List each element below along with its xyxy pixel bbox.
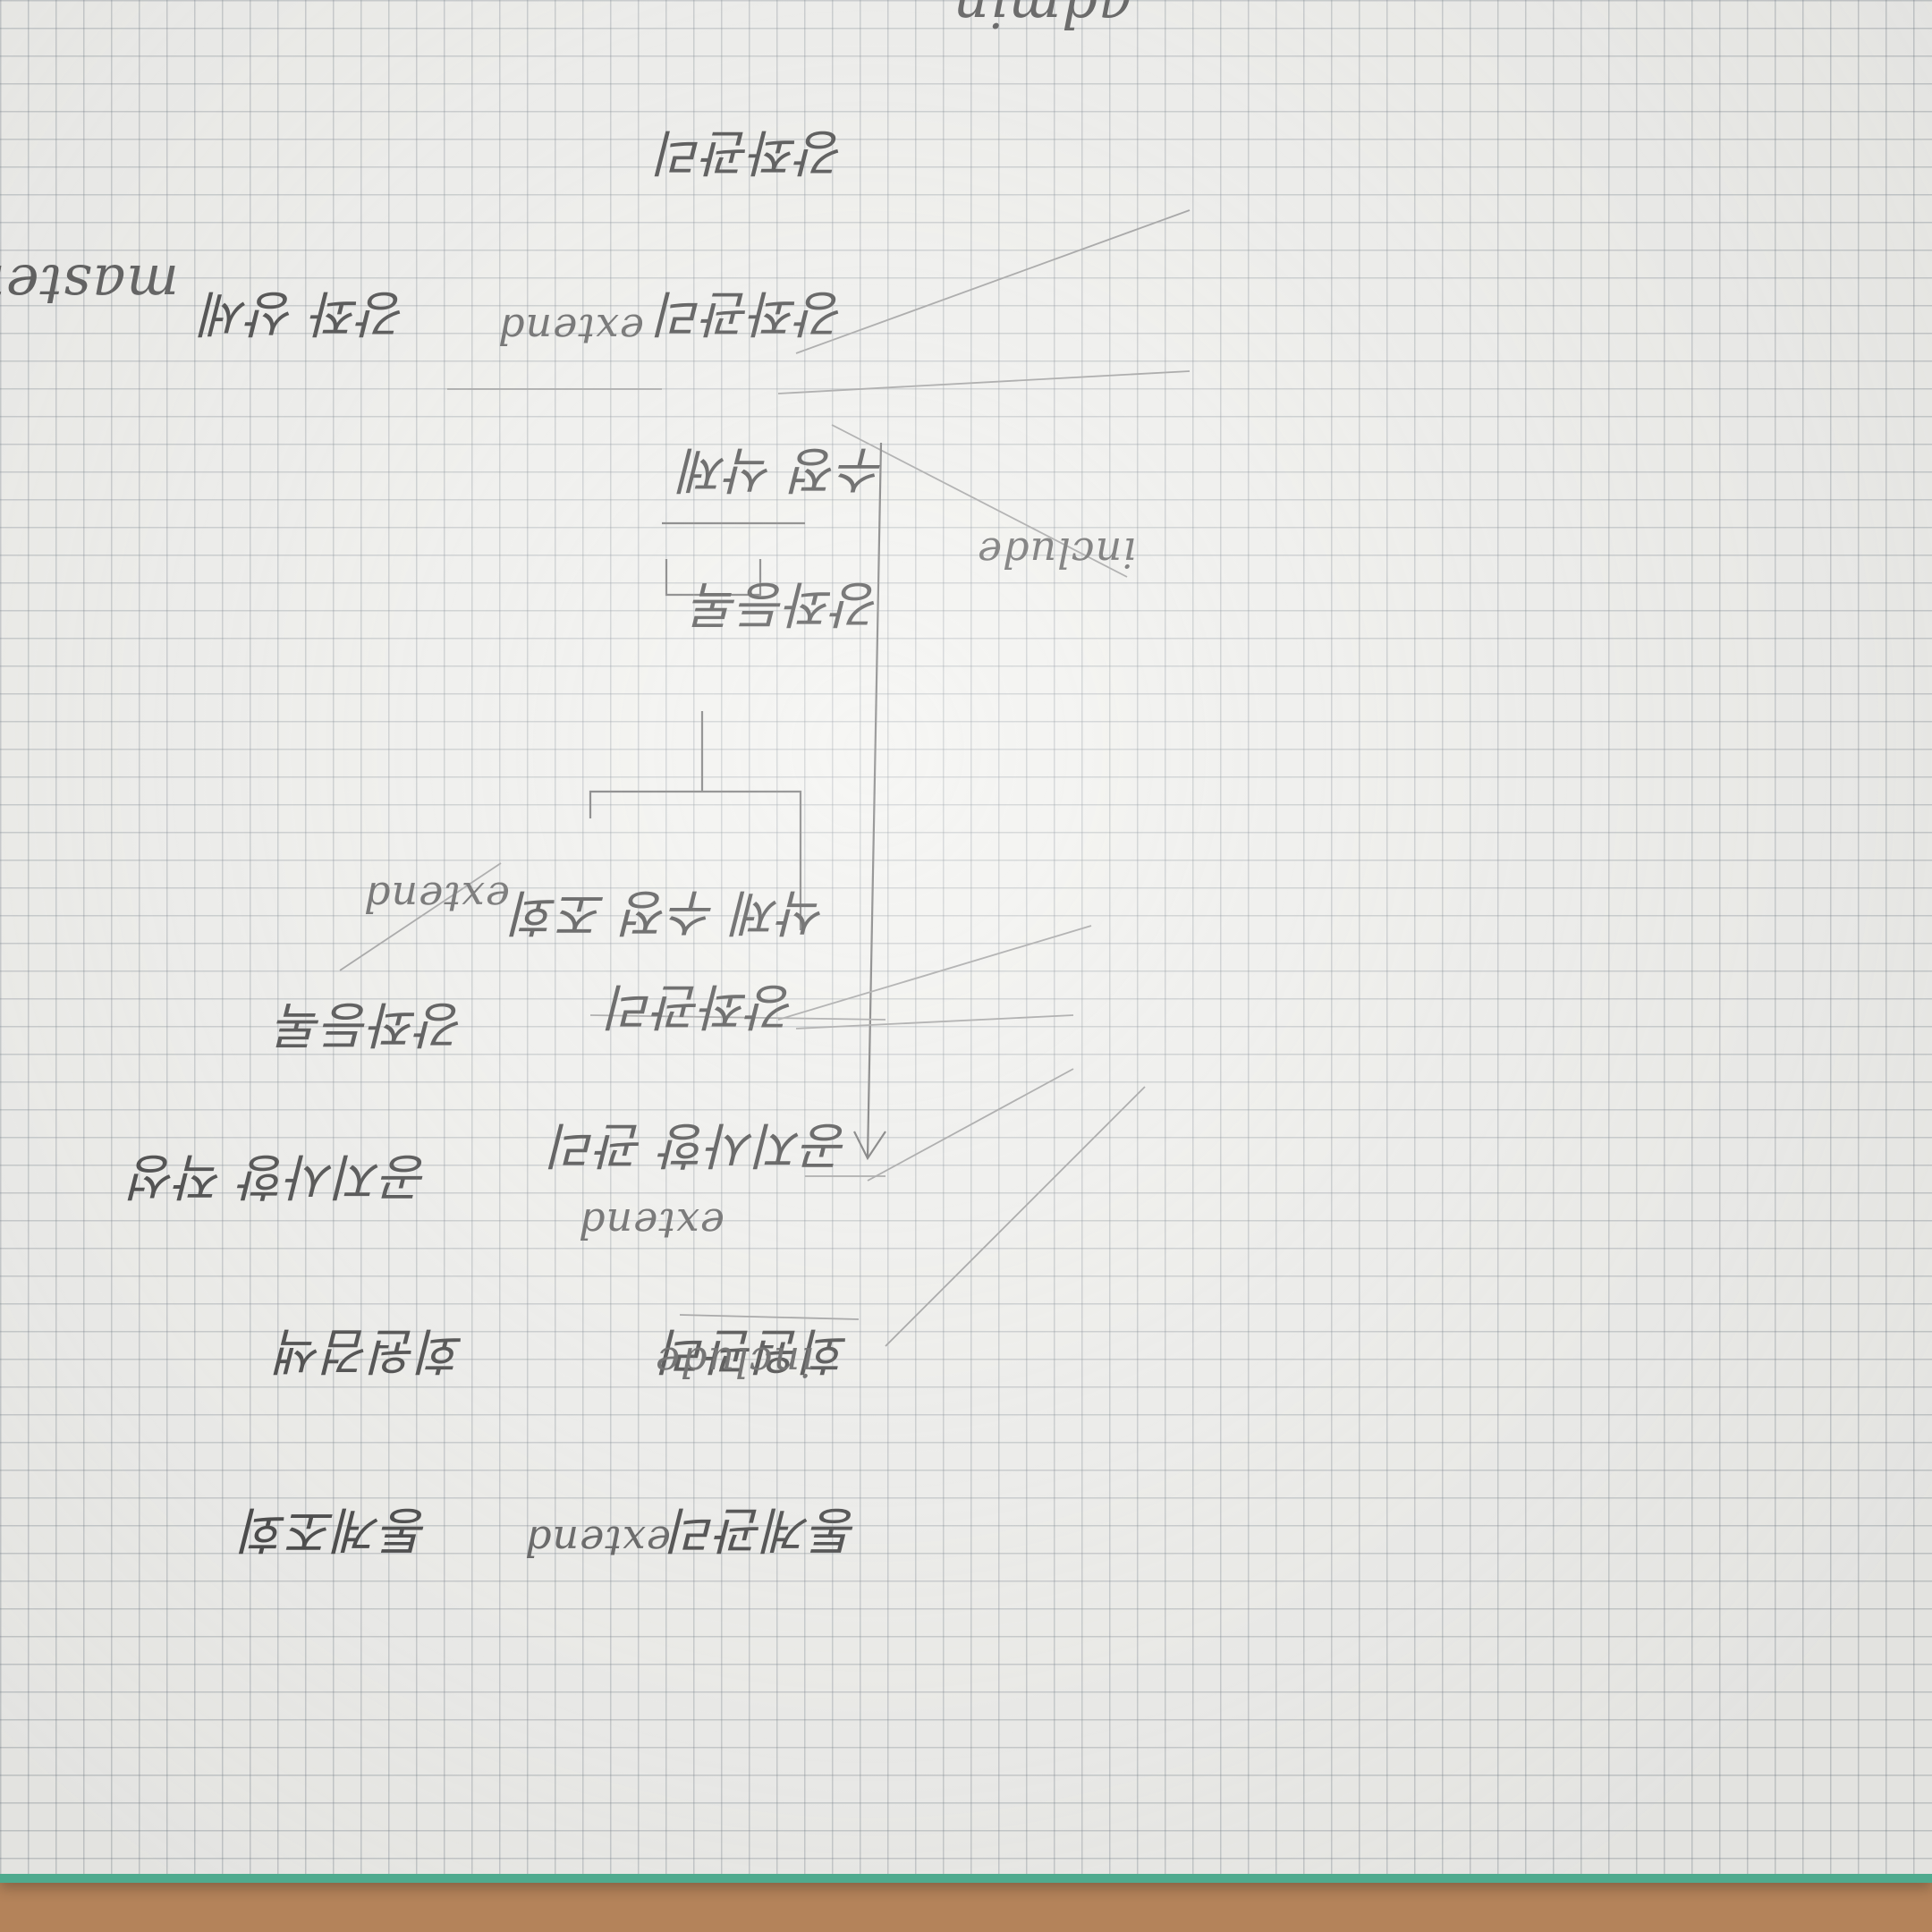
usecase-edit-del[interactable]: 수정 삭제 [681, 440, 886, 498]
extend-line-stats [679, 1314, 860, 1320]
bracket-lecture [589, 790, 802, 930]
usecase-course-reg[interactable]: 강좌등록 [692, 574, 881, 632]
assoc-line-admin-stats [885, 1086, 1146, 1347]
usecase-course-manage[interactable]: 강좌관리 [657, 284, 845, 342]
usecase-lecture-manage[interactable]: 강좌관리 [607, 977, 796, 1035]
diagram-lines [339, 209, 1191, 1347]
use-case-diagram: master admin include 강좌관리 강좌관리 extend 강좌… [0, 0, 1191, 1565]
usecase-member-search[interactable]: 회원검색 [276, 1321, 465, 1379]
include-arrowhead [853, 1131, 886, 1161]
usecase-del-edit-view[interactable]: 삭제 수정 조회 [512, 883, 827, 941]
relation-include-main: include [976, 529, 1136, 577]
usecase-stats-view[interactable]: 통계조회 [241, 1500, 429, 1558]
actor-admin[interactable]: admin [952, 0, 1131, 40]
usecase-lecture-reg[interactable]: 강좌등록 [276, 995, 465, 1053]
relation-extend-3: extend [578, 1199, 724, 1248]
assoc-line-master-top [795, 209, 1191, 354]
usecase-notice[interactable]: 공지사항 관리 [551, 1115, 850, 1174]
assoc-line-master-course [777, 370, 1191, 394]
relation-extend-1: extend [497, 305, 644, 353]
usecase-top[interactable]: 강좌관리 [657, 123, 845, 181]
bracket-detail [665, 559, 762, 597]
graph-paper: master admin include 강좌관리 강좌관리 extend 강좌… [0, 0, 1932, 1883]
assoc-line-admin-lecture [777, 925, 1092, 1021]
actor-master[interactable]: master [0, 252, 179, 318]
usecase-stats[interactable]: 통계관리 [670, 1500, 859, 1558]
extend-line-notice [589, 1014, 886, 1021]
relation-include-2: include [654, 1338, 814, 1386]
usecase-notice-write[interactable]: 공지사항 작성 [131, 1147, 429, 1205]
assoc-line-admin-member [867, 1068, 1074, 1182]
usecase-course-detail[interactable]: 강좌 상세 [202, 284, 407, 342]
assoc-line-admin-notice [795, 1014, 1074, 1030]
relation-extend-2: extend [363, 873, 510, 921]
relation-extend-4: extend [524, 1517, 671, 1565]
extend-line-lecture [339, 862, 502, 971]
include-arrow-master-admin [866, 442, 883, 1159]
